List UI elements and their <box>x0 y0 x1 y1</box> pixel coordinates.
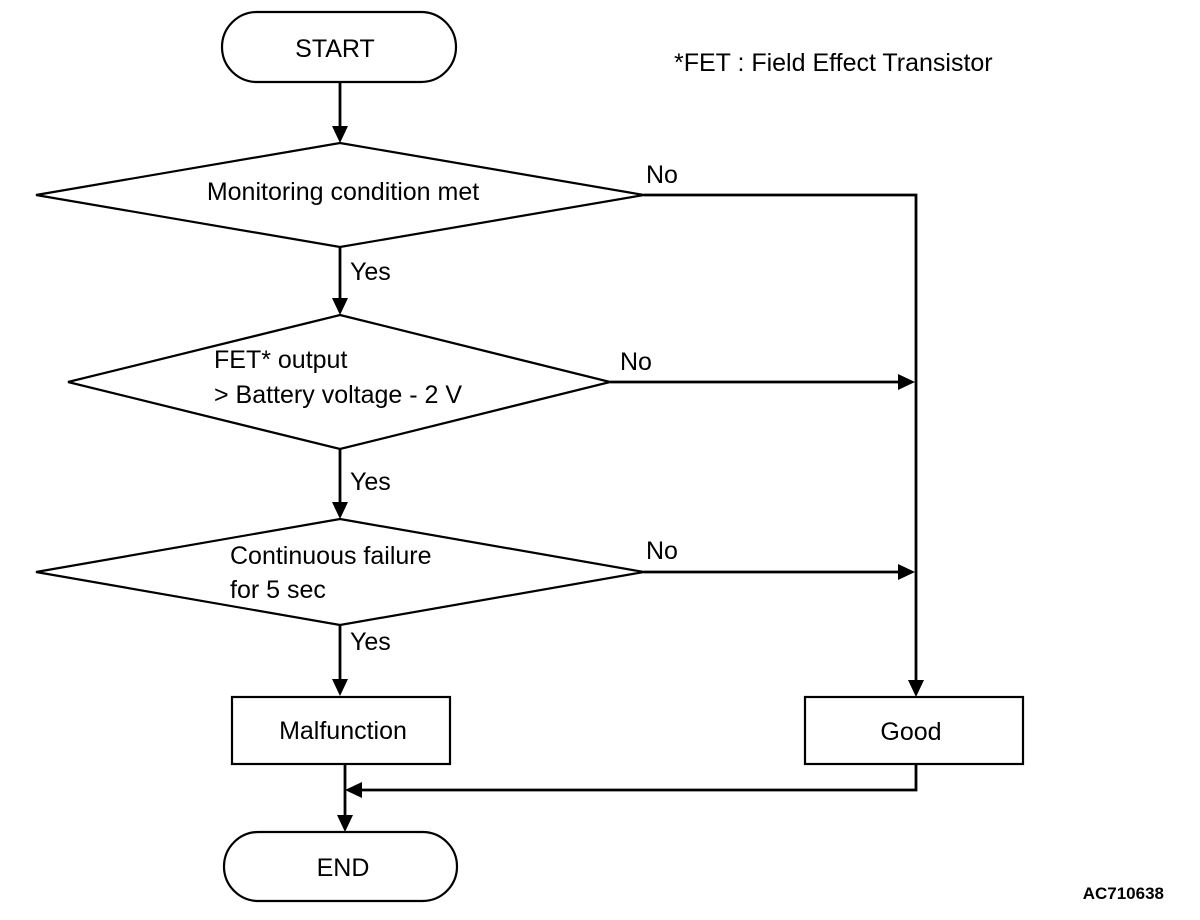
arrowhead-merge <box>345 782 362 798</box>
decision-fet-output-label-1: FET* output <box>214 346 347 374</box>
arrowhead-malfunction <box>332 679 348 696</box>
d2-no-label: No <box>620 348 652 376</box>
end-label: END <box>317 854 370 882</box>
d3-yes-label: Yes <box>350 628 391 656</box>
figure-code: AC710638 <box>1083 884 1164 903</box>
fet-footnote: *FET : Field Effect Transistor <box>674 49 993 77</box>
connector-d1-no <box>644 193 918 683</box>
good-label: Good <box>880 718 941 746</box>
decision-continuous-failure-label-2: for 5 sec <box>230 576 326 604</box>
arrowhead-d2-no <box>898 374 915 390</box>
decision-continuous-failure-label-1: Continuous failure <box>230 542 432 570</box>
decision-monitoring-condition-label: Monitoring condition met <box>207 178 479 206</box>
arrowhead-end <box>337 815 353 832</box>
d3-no-label: No <box>646 537 678 565</box>
malfunction-label: Malfunction <box>279 717 407 745</box>
decision-fet-output-label-2: > Battery voltage - 2 V <box>214 381 462 409</box>
arrowhead-d2 <box>332 298 348 315</box>
malfunction-box <box>230 695 452 766</box>
d2-yes-label: Yes <box>350 468 391 496</box>
d1-yes-label: Yes <box>350 258 391 286</box>
connector-good-end <box>358 764 918 792</box>
arrowhead-d3 <box>332 502 348 519</box>
d1-no-label: No <box>646 161 678 189</box>
arrowhead-d3-no <box>898 564 915 580</box>
end-terminal <box>222 830 459 903</box>
arrowhead-good <box>908 680 924 697</box>
arrowhead-d1 <box>332 126 348 143</box>
decision-continuous-failure <box>35 517 645 627</box>
start-label: START <box>295 35 375 63</box>
good-box <box>803 695 1025 766</box>
